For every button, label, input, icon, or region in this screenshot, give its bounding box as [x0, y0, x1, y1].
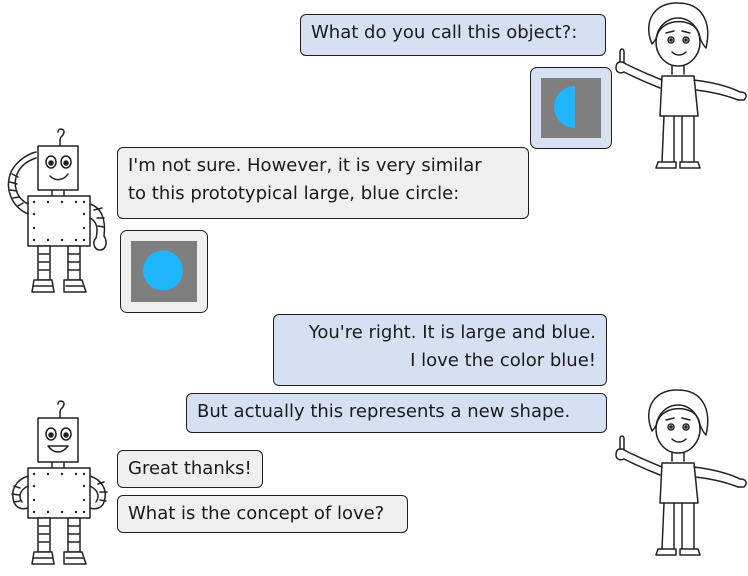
robot-message-3: What is the concept of love?: [117, 495, 408, 533]
robot-message-1-line-1: I'm not sure. However, it is very simila…: [128, 155, 482, 176]
gray-square: [541, 78, 601, 138]
robot-message-1-line-2: to this prototypical large, blue circle:: [128, 183, 460, 204]
circle-tile: [120, 230, 208, 313]
robot-message-2-text: Great thanks!: [128, 458, 252, 479]
half-circle-shape: [554, 86, 575, 128]
human-message-2: You're right. It is large and blue. I lo…: [273, 314, 607, 386]
human-message-1-text: What do you call this object?:: [311, 22, 578, 43]
robot-message-2: Great thanks!: [117, 450, 263, 488]
girl-icon: [615, 389, 747, 556]
human-message-3: But actually this represents a new shape…: [186, 393, 607, 433]
robot-icon: [11, 400, 108, 565]
robot-message-1: I'm not sure. However, it is very simila…: [117, 147, 529, 219]
girl-icon: [615, 2, 747, 169]
gray-square: [131, 241, 197, 302]
human-message-2-line-1: You're right. It is large and blue.: [308, 322, 596, 343]
human-message-3-text: But actually this represents a new shape…: [197, 401, 571, 422]
human-message-1: What do you call this object?:: [300, 14, 606, 56]
half-circle-tile: [530, 67, 612, 149]
human-message-2-line-2: I love the color blue!: [410, 350, 596, 371]
robot-icon: [7, 128, 107, 293]
circle-shape: [143, 250, 183, 291]
robot-message-3-text: What is the concept of love?: [128, 503, 385, 524]
